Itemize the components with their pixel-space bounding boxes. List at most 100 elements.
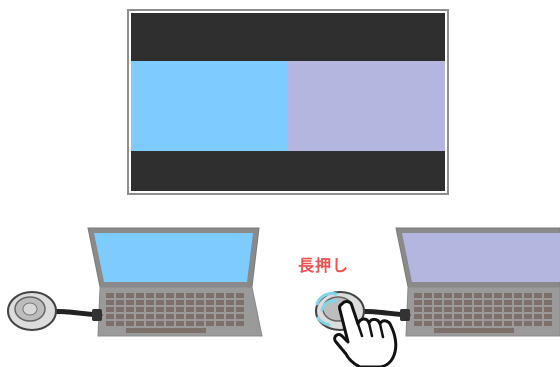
keyboard-key (136, 300, 144, 305)
keyboard-key (136, 293, 144, 298)
main-display-right-pane (288, 61, 445, 151)
keyboard-key (156, 321, 164, 326)
keyboard-key (434, 321, 442, 326)
left-presentation-button (7, 291, 103, 331)
keyboard-key (454, 307, 462, 312)
keyboard-key (156, 307, 164, 312)
long-press-label: 長押し (298, 256, 350, 275)
keyboard-key (126, 293, 134, 298)
keyboard-key (474, 307, 482, 312)
press-ripple-icon (315, 292, 338, 327)
keyboard-key (504, 321, 512, 326)
keyboard-key (226, 314, 234, 319)
main-display-left-pane (131, 61, 288, 151)
keyboard-key (544, 314, 552, 319)
keyboard-key (524, 293, 532, 298)
keyboard-key (146, 314, 154, 319)
keyboard-key (484, 321, 492, 326)
keyboard-key (166, 300, 174, 305)
keyboard-key (474, 321, 482, 326)
right-laptop-icon (395, 227, 560, 337)
keyboard-key (186, 314, 194, 319)
hand-finger-crease-1 (356, 322, 364, 338)
keyboard-key (434, 307, 442, 312)
keyboard-key (186, 300, 194, 305)
keyboard-key (534, 293, 542, 298)
keyboard-key (534, 300, 542, 305)
keyboard-key (524, 307, 532, 312)
keyboard-key (106, 321, 114, 326)
keyboard-key (524, 300, 532, 305)
keyboard-key (226, 307, 234, 312)
keyboard-key (176, 314, 184, 319)
keyboard-key (156, 314, 164, 319)
keyboard-key (106, 307, 114, 312)
keyboard-key (156, 300, 164, 305)
keyboard-key (434, 314, 442, 319)
keyboard-key (504, 293, 512, 298)
keyboard-key (106, 293, 114, 298)
keyboard-key (176, 293, 184, 298)
keyboard-key (494, 293, 502, 298)
left-laptop-icon (87, 227, 263, 337)
keyboard-key (484, 300, 492, 305)
keyboard-key (534, 321, 542, 326)
keyboard-key (196, 307, 204, 312)
keyboard-key (116, 300, 124, 305)
keyboard-key (424, 293, 432, 298)
keyboard-spacebar (434, 328, 514, 333)
left-laptop-screen (94, 233, 253, 282)
ripple-arc-side (316, 316, 331, 327)
main-display-bottom-bar (131, 151, 445, 191)
keyboard-key (464, 293, 472, 298)
keyboard-key (146, 307, 154, 312)
keyboard-key (424, 314, 432, 319)
keyboard-key (176, 300, 184, 305)
ripple-arc-inner (320, 299, 338, 312)
right-laptop-keyboard (414, 293, 552, 333)
keyboard-key (176, 307, 184, 312)
keyboard-key (494, 314, 502, 319)
keyboard-key (534, 314, 542, 319)
keyboard-key (146, 293, 154, 298)
keyboard-key (474, 300, 482, 305)
keyboard-key (544, 293, 552, 298)
keyboard-key (504, 314, 512, 319)
keyboard-key (524, 321, 532, 326)
keyboard-key (186, 321, 194, 326)
keyboard-key (116, 321, 124, 326)
keyboard-key (236, 307, 244, 312)
keyboard-key (146, 321, 154, 326)
keyboard-key (216, 307, 224, 312)
keyboard-key (444, 321, 452, 326)
keyboard-key (494, 300, 502, 305)
keyboard-key (136, 307, 144, 312)
keyboard-key (226, 293, 234, 298)
right-button-connector (400, 309, 410, 321)
keyboard-key (474, 314, 482, 319)
keyboard-key (146, 300, 154, 305)
keyboard-key (414, 307, 422, 312)
keyboard-key (196, 293, 204, 298)
keyboard-key (534, 307, 542, 312)
hand-outline (333, 300, 398, 367)
keyboard-key (444, 300, 452, 305)
keyboard-key (166, 293, 174, 298)
keyboard-key (424, 321, 432, 326)
keyboard-key (464, 300, 472, 305)
keyboard-key (226, 321, 234, 326)
hand-finger-crease-2 (367, 321, 374, 338)
keyboard-key (136, 321, 144, 326)
keyboard-key (196, 314, 204, 319)
keyboard-key (236, 314, 244, 319)
right-laptop-screen (402, 233, 560, 282)
keyboard-key (494, 321, 502, 326)
left-laptop-keyboard (106, 293, 244, 333)
keyboard-key (524, 314, 532, 319)
left-button-center (22, 302, 38, 316)
keyboard-key (444, 314, 452, 319)
keyboard-key (434, 293, 442, 298)
keyboard-key (424, 300, 432, 305)
pointing-hand-icon (333, 300, 398, 367)
